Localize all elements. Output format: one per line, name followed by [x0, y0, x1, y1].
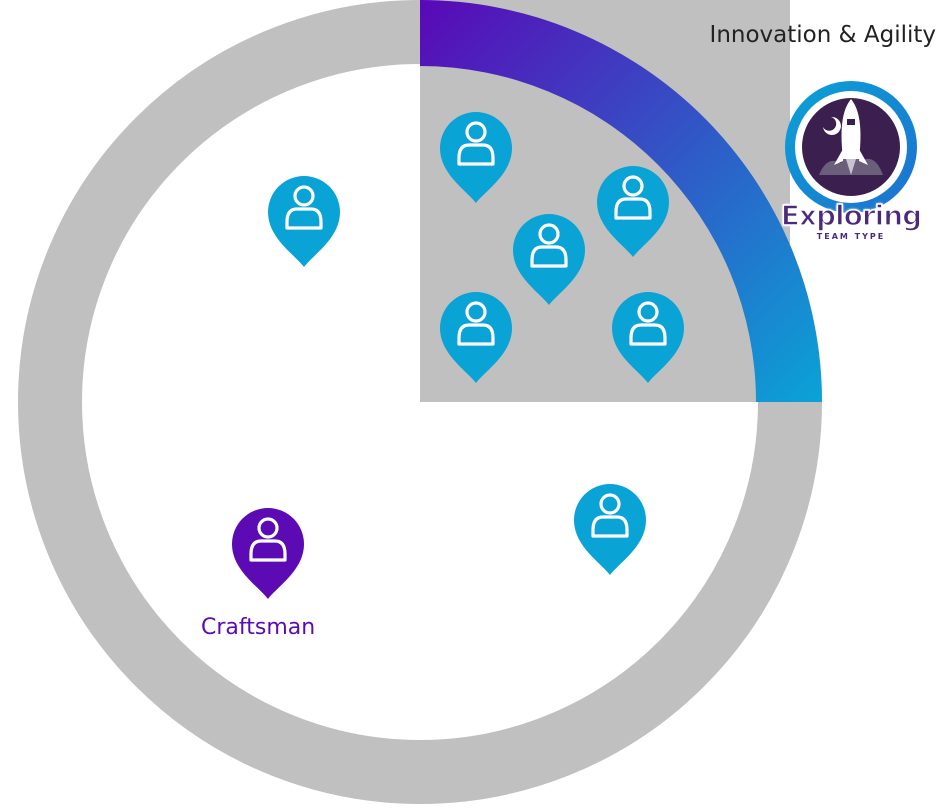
quadrant-title: Innovation & Agility [709, 22, 936, 48]
team-type-badge: Exploring TEAM TYPE [775, 75, 927, 245]
craftsman-pin[interactable] [230, 506, 306, 601]
team-member-pin[interactable] [572, 482, 648, 577]
craftsman-label: Craftsman [201, 615, 316, 640]
team-member-pin[interactable] [266, 174, 342, 269]
innovation-arc [420, 0, 822, 402]
team-type-subtitle: TEAM TYPE [816, 232, 886, 241]
rocket-icon [785, 81, 917, 213]
team-type-name: Exploring [780, 198, 923, 233]
